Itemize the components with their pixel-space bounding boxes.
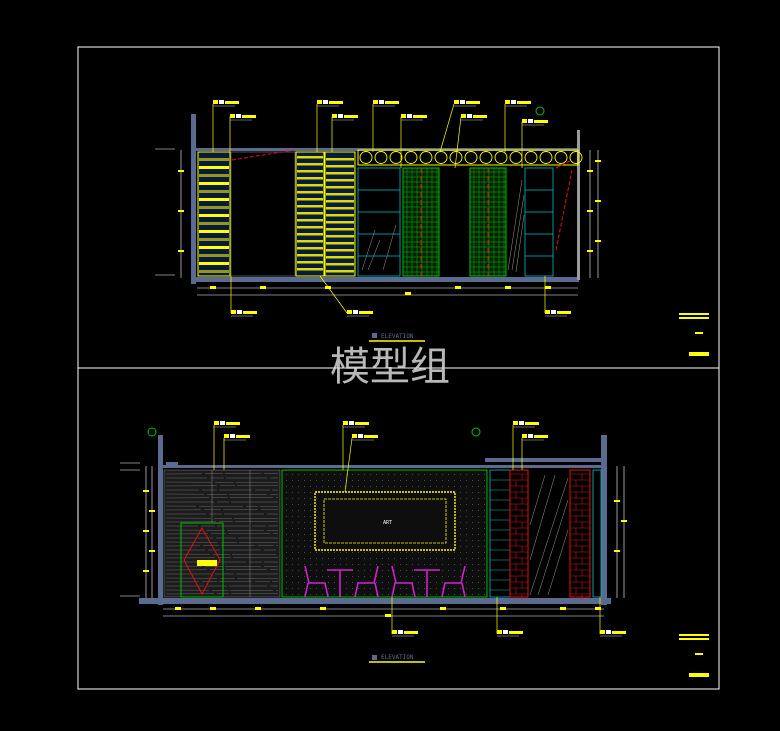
top-callout-leaders xyxy=(212,103,546,314)
bottom-ceiling xyxy=(163,465,603,468)
bottom-art-texture xyxy=(286,474,485,595)
top-callout-tags xyxy=(213,100,571,317)
top-left-post xyxy=(191,114,196,284)
bottom-dimensions xyxy=(145,466,625,617)
top-opening-header xyxy=(231,149,295,161)
bottom-elevation-title: ELEVATION xyxy=(381,654,414,661)
bottom-door-tag xyxy=(197,560,217,566)
bottom-shelf-left xyxy=(489,469,511,598)
top-level-markers xyxy=(155,148,175,276)
bottom-callout-leaders xyxy=(213,425,601,634)
top-right-post xyxy=(577,130,580,280)
top-title-marker xyxy=(372,333,377,338)
bottom-art-wall xyxy=(281,469,488,598)
top-frieze-circles xyxy=(359,151,583,164)
top-hatch xyxy=(361,179,525,273)
bottom-art-frame-outer xyxy=(314,491,456,551)
bottom-floor-slab xyxy=(139,598,611,604)
bottom-red-panel-b xyxy=(569,469,591,598)
watermark: 模型组 xyxy=(330,344,450,390)
top-elevation-title: ELEVATION xyxy=(381,333,414,340)
bottom-red-panel-a xyxy=(509,469,529,598)
top-elevation: ELEVATION xyxy=(155,100,709,356)
bottom-level-markers xyxy=(120,462,140,597)
top-grid-marker xyxy=(535,106,545,116)
bottom-left-post xyxy=(158,435,163,605)
top-frieze xyxy=(357,149,579,166)
bottom-art-frame-inner xyxy=(323,498,447,544)
top-shelving xyxy=(357,167,554,277)
bottom-furniture xyxy=(304,565,466,598)
bottom-callout-tags xyxy=(214,421,626,637)
bottom-door-frame xyxy=(180,522,224,598)
bottom-grid-marker-left xyxy=(147,427,157,437)
top-legend xyxy=(679,313,709,356)
art-label: ART xyxy=(383,520,392,526)
bottom-elevation: ART xyxy=(120,421,709,677)
top-panel-left-stripes xyxy=(199,158,229,273)
top-floor-slab xyxy=(191,277,579,282)
bottom-red-brick xyxy=(510,473,590,600)
bottom-door-diamond xyxy=(183,526,221,596)
bottom-legend xyxy=(679,634,709,677)
bottom-grid-marker-right xyxy=(471,427,481,437)
bottom-dimension-ticks xyxy=(143,490,627,617)
bottom-shelf-lines xyxy=(490,479,510,591)
bottom-right-post xyxy=(601,435,607,605)
top-panel-mid-stripes xyxy=(297,156,354,273)
bottom-glass-hatch xyxy=(529,474,569,596)
top-opening xyxy=(230,151,296,277)
